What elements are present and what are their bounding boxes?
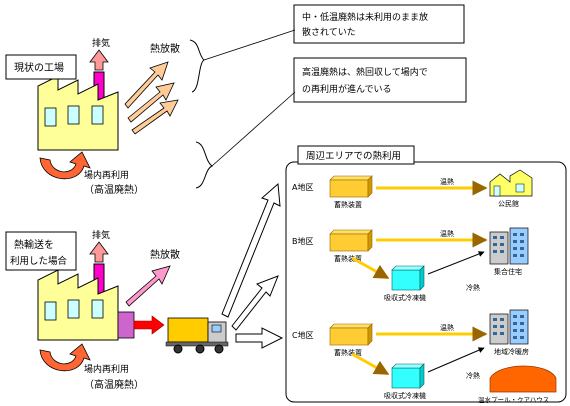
to-chiller-arrow-b [351,256,390,280]
cold-flow-arrow-c [427,347,485,373]
factory-transport-label-2: 利用した場合 [10,255,68,267]
panel-title-box [297,145,415,165]
reuse-arrow-current [39,151,91,180]
callout-high-temp-box [293,57,467,103]
truck-icon [165,317,229,354]
hot-pool-icon [489,365,557,393]
storage-unit-c [329,323,373,346]
cold-flow-label-b: 冷熱 [466,283,480,292]
heat-recovery-connector [117,311,135,339]
factory-window [44,301,57,321]
factory-transport [37,241,171,372]
apartment-icon [489,227,529,265]
factory-current-label-box [5,54,77,80]
heat-release-arrows-current [124,61,179,135]
factory-current-label: 現状の工場 [14,61,64,74]
factory-window [67,105,80,125]
hot-flow-label-b: 温熱 [440,229,454,238]
reuse-label-transport-2: （高温廃熱） [84,378,144,391]
hot-flow-label-a: 温熱 [440,177,454,186]
storage-unit-a [329,175,373,198]
factory-current [37,49,179,180]
transport-arrow [133,315,165,335]
callout-low-temp-box [293,4,465,44]
factory-window [67,299,80,319]
chiller-label-c: 吸収式冷凍機 [384,391,426,400]
storage-label-b: 蓄熱装置 [334,254,362,263]
callout-low-temp-pointer [203,29,296,61]
factory-window [91,105,104,125]
community-hall-label: 公民館 [498,199,519,208]
reuse-label-current: 場内再利用 [84,169,129,181]
to-chiller-arrow-c [351,352,390,376]
callout-high-temp-line1: 高温廃熱は、熱回収して場内で [302,66,428,78]
reuse-label-transport: 場内再利用 [84,363,129,375]
heat-release-arrow-transport [125,265,171,307]
brace-reuse [195,141,213,189]
cold-flow-label-c: 冷熱 [466,371,480,380]
hot-flow-label-c: 温熱 [440,323,454,332]
factory-transport-label-box [5,231,77,271]
apartment-label: 集合住宅 [494,267,522,276]
brace-heat-release [189,39,205,93]
chiller-unit-b [391,265,425,291]
exhaust-label-transport: 排気 [92,229,110,241]
callout-low-temp-line1: 中・低温廃熱は未利用のまま放 [302,11,428,23]
storage-label-a: 蓄熱装置 [334,200,362,209]
factory-window [91,299,104,319]
heat-release-label-current: 熱放散 [150,42,180,55]
callout-low-temp-line2: 散されていた [302,26,356,38]
chiller-label-b: 吸収式冷凍機 [384,293,426,302]
district-b-label: B地区 [292,236,314,246]
storage-label-c: 蓄熱装置 [334,348,362,357]
heat-release-label-transport: 熱放散 [150,248,180,261]
district-a-label: A地区 [292,182,313,192]
exhaust-arrow-transport [89,241,109,263]
cold-flow-arrow-b [427,251,485,275]
arrow-to-district-c [235,327,284,349]
factory-window [44,107,57,127]
district-heating-label: 地域冷暖房 [494,347,529,356]
chiller-unit-c [391,363,425,389]
district-heating-building-icon [489,309,529,345]
callout-high-temp-pointer [211,91,296,167]
panel-title: 周辺エリアでの熱利用 [306,150,401,162]
arrow-to-district-a [221,182,281,318]
distribution-arrows [221,182,284,349]
reuse-arrow-transport [39,343,91,372]
hot-pool-label: 温水プール・クアハウス [478,395,549,404]
exhaust-label-current: 排気 [92,37,110,49]
factory-transport-label-1: 熱輸送を [14,238,54,251]
district-c-label: C地区 [292,330,314,340]
storage-unit-b [329,229,373,252]
reuse-label-current-2: （高温廃熱） [84,183,144,196]
community-hall-icon [489,169,533,197]
exhaust-arrow-current [89,49,109,71]
arrow-to-district-b [231,275,279,331]
callout-high-temp-line2: の再利用が進んでいる [302,83,392,95]
